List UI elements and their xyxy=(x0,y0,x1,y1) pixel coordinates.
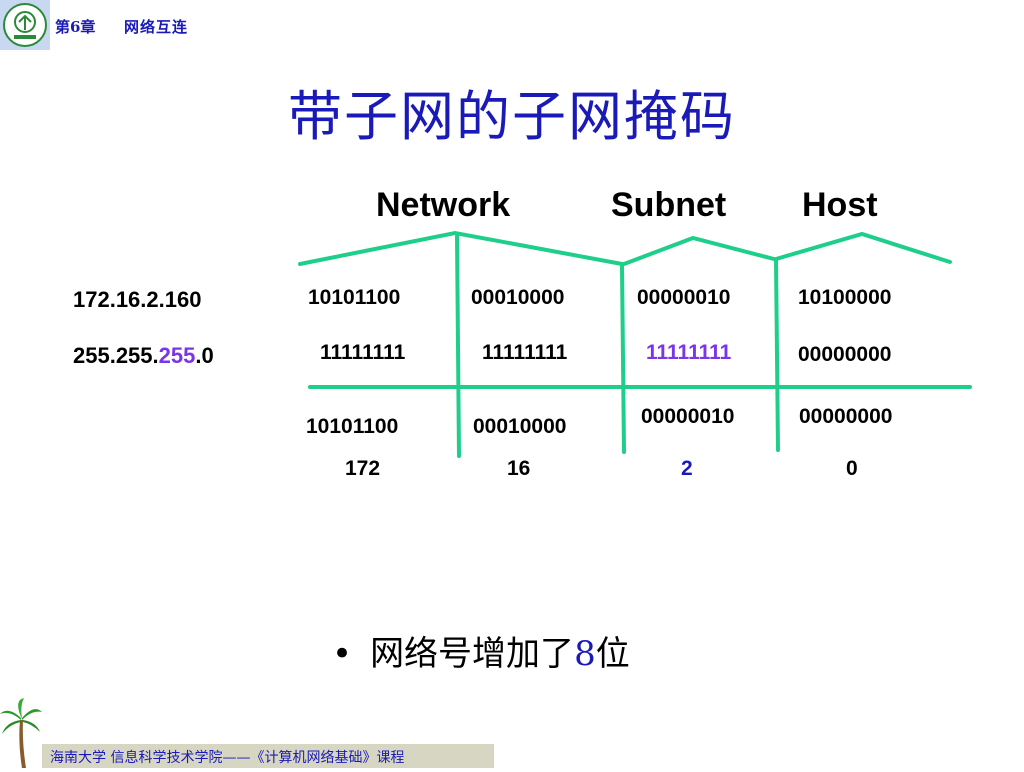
chapter-number: 第6章 xyxy=(55,18,96,36)
mask-octet-4: 00000000 xyxy=(798,343,892,366)
address-octet-3: 00000010 xyxy=(637,286,731,309)
host-heading: Host xyxy=(802,186,878,224)
result-octet-1: 10101100 xyxy=(306,415,399,438)
footer-bar xyxy=(42,744,494,768)
result-octet-2: 00010000 xyxy=(473,415,567,438)
address-octet-1: 10101100 xyxy=(308,286,401,309)
subnet-heading: Subnet xyxy=(611,186,727,224)
bullet-number: 8 xyxy=(574,634,596,674)
separator-1 xyxy=(455,234,461,458)
subnet-mask: 255.255.255.0 xyxy=(73,343,214,369)
university-logo xyxy=(0,0,50,50)
result-decimal-2: 16 xyxy=(507,457,531,480)
host-brace xyxy=(774,231,952,264)
bullet-dot-icon: • xyxy=(332,634,353,674)
footer-text: 海南大学 信息科学技术学院——《计算机网络基础》课程 xyxy=(50,750,405,766)
network-brace xyxy=(298,230,624,266)
palm-tree-icon xyxy=(0,698,42,768)
slide-title: 带子网的子网掩码 xyxy=(288,85,736,148)
bullet-text-before: 网络号增加了 xyxy=(370,634,575,674)
network-heading: Network xyxy=(376,186,511,224)
mask-suffix: .0 xyxy=(195,343,214,368)
result-octet-3: 00000010 xyxy=(641,405,735,428)
bullet-point: • 网络号增加了8位 xyxy=(332,626,630,675)
result-decimal-1: 172 xyxy=(345,457,381,480)
separator-2 xyxy=(620,264,626,454)
bullet-text-after: 位 xyxy=(595,634,630,674)
chapter-title: 网络互连 xyxy=(124,18,189,36)
result-decimal-3: 2 xyxy=(681,457,693,480)
mask-octet-3: 11111111 xyxy=(646,341,732,364)
subnet-brace xyxy=(622,235,776,266)
mask-octet-1: 11111111 xyxy=(320,341,406,364)
address-octet-4: 10100000 xyxy=(798,286,892,309)
address-octet-2: 00010000 xyxy=(471,286,565,309)
ip-address: 172.16.2.160 xyxy=(73,287,202,312)
mask-highlight: 255 xyxy=(158,343,196,368)
mask-octet-2: 11111111 xyxy=(482,341,568,364)
separator-3 xyxy=(774,258,780,452)
result-octet-4: 00000000 xyxy=(799,405,893,428)
mask-prefix: 255.255. xyxy=(73,343,159,368)
result-decimal-4: 0 xyxy=(846,457,858,480)
